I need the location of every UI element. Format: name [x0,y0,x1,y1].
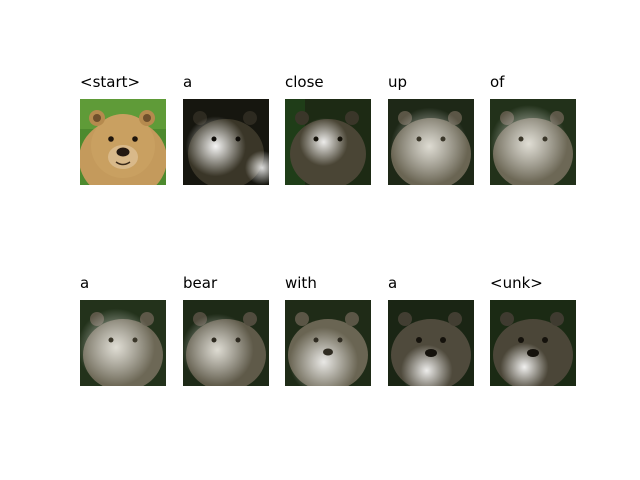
caption-word: with [285,274,317,292]
attention-map [80,300,166,386]
caption-word: a [80,274,90,292]
caption-word: <start> [80,73,141,91]
bear-image [80,99,166,185]
caption-word: a [183,73,193,91]
caption-word: <unk> [490,274,543,292]
attention-map [388,99,474,185]
attention-map [490,99,576,185]
attention-map [183,99,269,185]
caption-word: of [490,73,505,91]
attention-map [490,300,576,386]
attention-map [388,300,474,386]
caption-word: bear [183,274,218,292]
attention-map [183,300,269,386]
caption-word: close [285,73,324,91]
caption-word: a [388,274,398,292]
attention-map [285,99,371,185]
caption-word: up [388,73,408,91]
attention-map [285,300,371,386]
